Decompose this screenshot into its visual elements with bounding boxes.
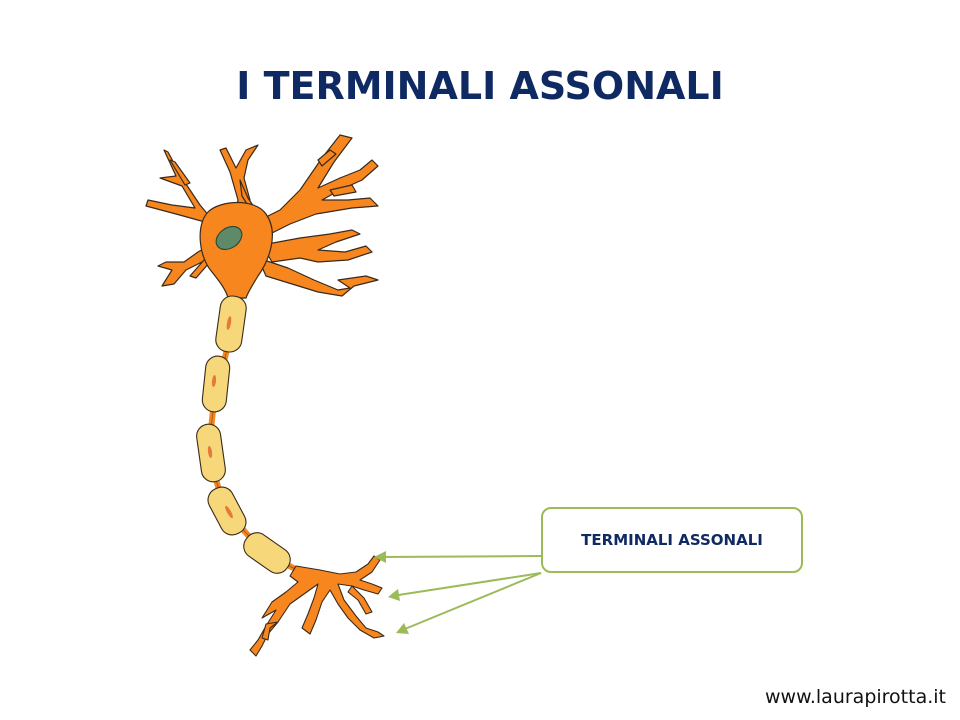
arrowhead-2 (388, 589, 400, 601)
arrowheads (374, 551, 409, 634)
footer-url: www.laurapirotta.it (764, 686, 946, 708)
callout-arrows (377, 555, 542, 632)
arrow-2 (391, 572, 542, 597)
neuron-icon (145, 134, 385, 657)
arrowhead-3 (396, 623, 409, 634)
myelin-sheath (196, 295, 291, 574)
schwann-nuclei (207, 316, 233, 519)
slide-title: I TERMINALI ASSONALI (236, 64, 724, 108)
arrow-3 (399, 572, 542, 632)
arrow-1 (377, 555, 542, 558)
axon-terminals (249, 555, 385, 657)
nucleus (215, 225, 243, 251)
cell-body (199, 202, 273, 299)
callout-label: TERMINALI ASSONALI (581, 531, 763, 549)
arrowhead-1 (374, 551, 386, 563)
callout-box: TERMINALI ASSONALI (541, 507, 803, 573)
